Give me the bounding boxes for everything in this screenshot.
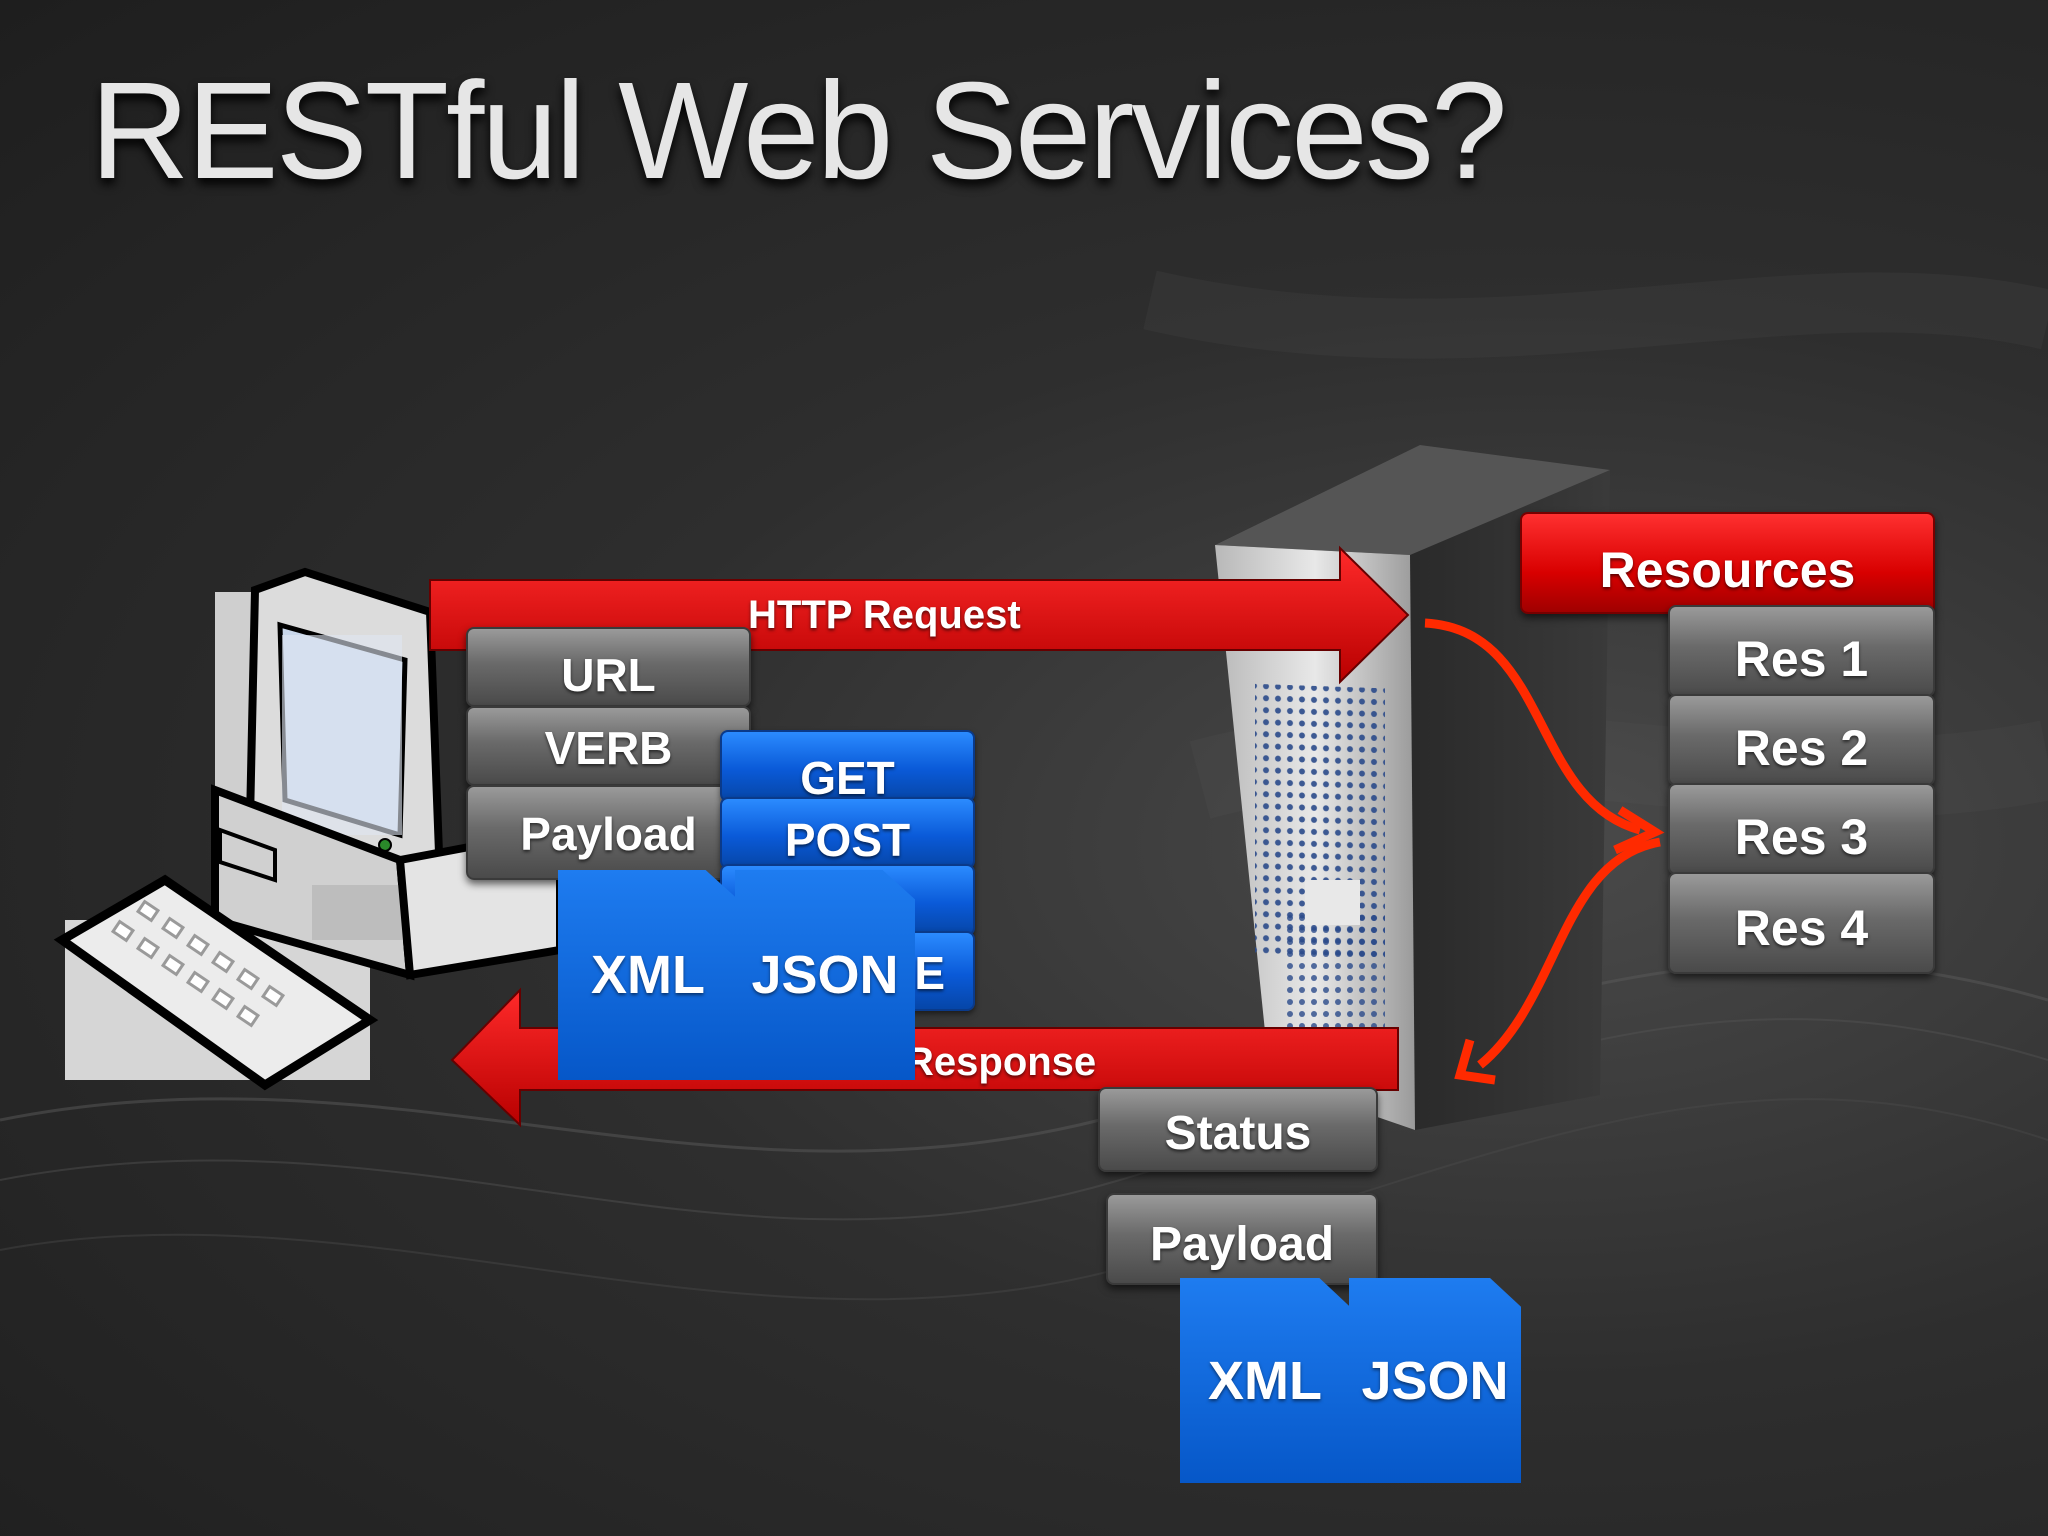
response-part-status: Status [1098, 1087, 1378, 1172]
request-part-url: URL [466, 627, 751, 707]
request-format-json: JSON [735, 870, 915, 1080]
request-arrow-label: HTTP Request [748, 593, 1021, 637]
response-arrow-label: Response [905, 1040, 1097, 1084]
request-part-verb: VERB [466, 706, 751, 786]
response-format-xml: XML [1180, 1278, 1350, 1483]
response-format-json: JSON [1349, 1278, 1521, 1483]
verb-post: POST [720, 797, 975, 869]
resource-item-2: Res 2 [1668, 694, 1935, 786]
resource-item-4: Res 4 [1668, 872, 1935, 974]
request-format-xml: XML [558, 870, 738, 1080]
resource-item-1: Res 1 [1668, 605, 1935, 697]
request-part-payload: Payload [466, 785, 751, 880]
slide-title: RESTful Web Services? [90, 54, 1508, 208]
resources-header: Resources [1520, 512, 1935, 614]
resource-item-3: Res 3 [1668, 783, 1935, 875]
verb-get: GET [720, 730, 975, 804]
response-part-payload: Payload [1106, 1193, 1378, 1285]
